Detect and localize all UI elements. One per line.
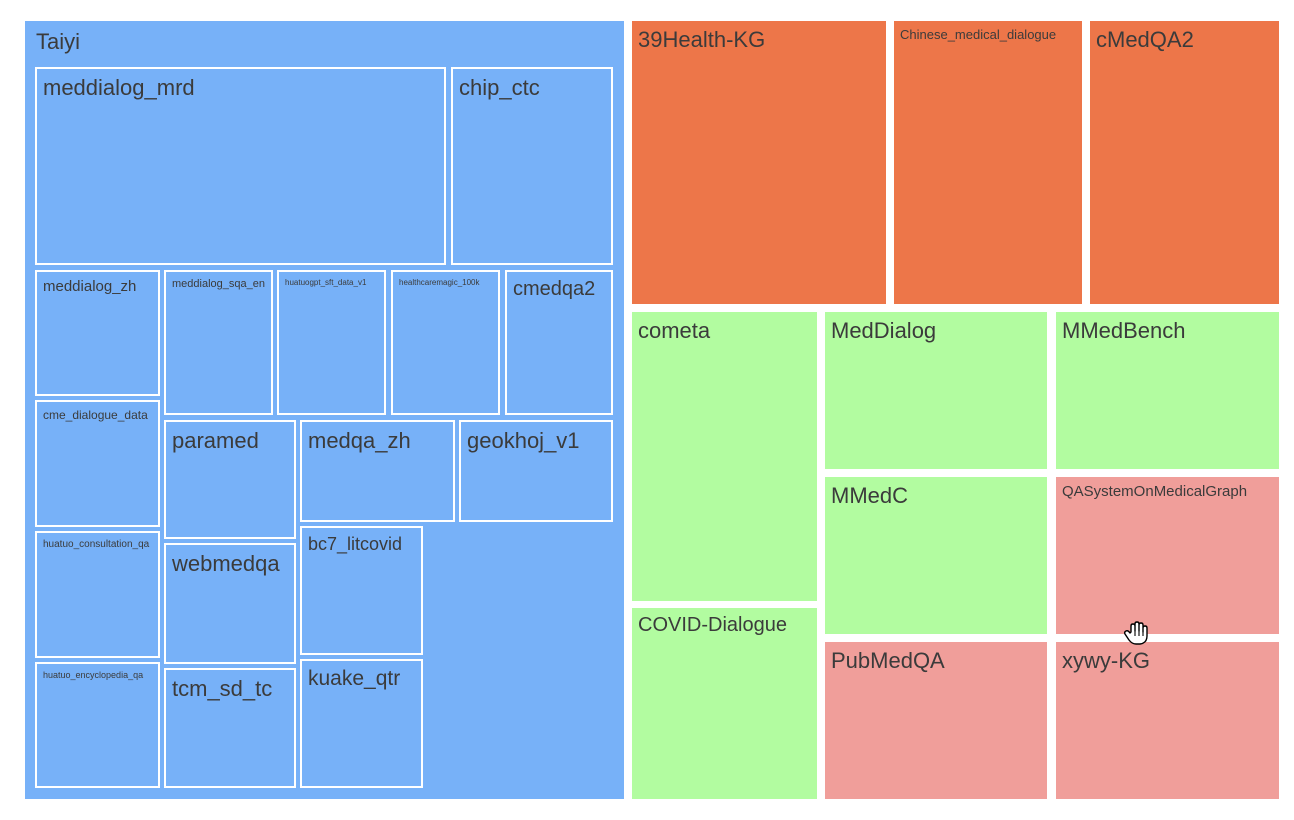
- tile-label: Chinese_medical_dialogue: [900, 27, 1057, 42]
- tile-label: geokhoj_v1: [467, 428, 580, 453]
- tile-label: 39Health-KG: [638, 27, 766, 52]
- tile-39health-kg[interactable]: 39Health-KG: [632, 21, 886, 304]
- tile-label: xywy-KG: [1062, 648, 1150, 673]
- tile-label: bc7_litcovid: [308, 534, 403, 554]
- tile-label: COVID-Dialogue: [638, 614, 787, 636]
- tile-medqa-zh[interactable]: medqa_zh: [300, 420, 455, 522]
- tile-meddialog[interactable]: MedDialog: [825, 312, 1047, 469]
- tile-cme-dialogue-data[interactable]: cme_dialogue_data: [35, 400, 160, 527]
- tile-healthcaremagic-100k[interactable]: healthcaremagic_100k: [391, 270, 500, 415]
- tile-label: medqa_zh: [308, 428, 411, 453]
- tile-label: PubMedQA: [831, 648, 945, 673]
- tile-label: healthcaremagic_100k: [399, 278, 480, 287]
- tile-tcm-sd-tc[interactable]: tcm_sd_tc: [164, 668, 296, 788]
- tile-label: MMedBench: [1062, 318, 1186, 343]
- tile-paramed[interactable]: paramed: [164, 420, 296, 539]
- tile-huatuogpt-sft-data-v1[interactable]: huatuogpt_sft_data_v1: [277, 270, 386, 415]
- tile-huatuo-encyclopedia-qa[interactable]: huatuo_encyclopedia_qa: [35, 662, 160, 788]
- tile-meddialog-zh[interactable]: meddialog_zh: [35, 270, 160, 396]
- tile-mmedbench[interactable]: MMedBench: [1056, 312, 1279, 469]
- tile-label: huatuo_consultation_qa: [43, 539, 150, 550]
- tile-webmedqa[interactable]: webmedqa: [164, 543, 296, 664]
- tile-label: MMedC: [831, 483, 909, 508]
- tile-label: cometa: [638, 318, 711, 343]
- tile-qasystemonmedicalgraph[interactable]: QASystemOnMedicalGraph: [1056, 477, 1279, 634]
- tile-label: cmedqa2: [513, 278, 596, 300]
- tile-label: huatuogpt_sft_data_v1: [285, 278, 367, 287]
- tile-label: meddialog_sqa_en: [172, 278, 265, 290]
- tile-label: chip_ctc: [459, 75, 540, 100]
- tile-cmedqa2[interactable]: cmedqa2: [505, 270, 613, 415]
- tile-chinese-medical-dialogue[interactable]: Chinese_medical_dialogue: [894, 21, 1082, 304]
- tile-huatuo-consultation-qa[interactable]: huatuo_consultation_qa: [35, 531, 160, 658]
- tile-label: paramed: [172, 428, 259, 453]
- tile-label: MedDialog: [831, 318, 937, 343]
- tile-xywy-kg[interactable]: xywy-KG: [1056, 642, 1279, 799]
- tile-geokhoj-v1[interactable]: geokhoj_v1: [459, 420, 613, 522]
- tile-label: tcm_sd_tc: [172, 676, 273, 701]
- tile-label: cMedQA2: [1096, 27, 1194, 52]
- tile-label: QASystemOnMedicalGraph: [1062, 483, 1248, 500]
- tile-cometa[interactable]: cometa: [632, 312, 817, 601]
- tile-mmedc[interactable]: MMedC: [825, 477, 1047, 634]
- tile-kuake-qtr[interactable]: kuake_qtr: [300, 659, 423, 788]
- tile-label: kuake_qtr: [308, 667, 401, 690]
- tile-label: meddialog_mrd: [43, 75, 195, 100]
- tile-bc7-litcovid[interactable]: bc7_litcovid: [300, 526, 423, 655]
- tile-meddialog-mrd[interactable]: meddialog_mrd: [35, 67, 446, 265]
- tile-covid-dialogue[interactable]: COVID-Dialogue: [632, 608, 817, 799]
- tile-label: Taiyi: [36, 29, 81, 54]
- tile-meddialog-sqa-en[interactable]: meddialog_sqa_en: [164, 270, 273, 415]
- tile-pubmedqa[interactable]: PubMedQA: [825, 642, 1047, 799]
- tile-cmedqa2[interactable]: cMedQA2: [1090, 21, 1279, 304]
- tile-label: meddialog_zh: [43, 278, 137, 295]
- tile-label: webmedqa: [172, 551, 280, 576]
- tile-chip-ctc[interactable]: chip_ctc: [451, 67, 613, 265]
- tile-label: huatuo_encyclopedia_qa: [43, 670, 144, 680]
- tile-label: cme_dialogue_data: [43, 408, 148, 422]
